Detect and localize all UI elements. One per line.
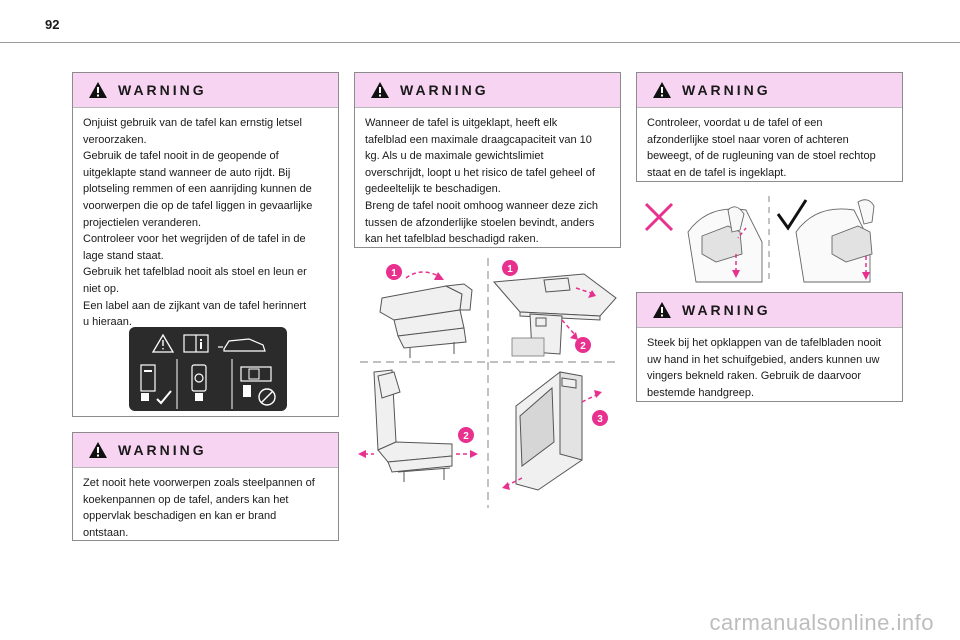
step-badge: 1	[502, 260, 518, 276]
warning-triangle-icon	[652, 81, 672, 99]
warning-triangle-icon	[652, 301, 672, 319]
warning-text: Onjuist gebruik van de tafel kan ernstig…	[73, 108, 338, 331]
warning-text: Zet nooit hete voorwerpen zoals steelpan…	[73, 468, 338, 541]
warning-line: uw hand in het schuifgebied, anders kunn…	[647, 353, 880, 366]
warning-line: afzonderlijke stoel naar voren of achter…	[647, 133, 849, 146]
warning-line: plotseling remmen of een aanrijding kunn…	[83, 183, 312, 196]
hand-position-illustration	[644, 196, 875, 283]
warning-line: Gebruik het tafelblad nooit als stoel en…	[83, 266, 307, 279]
warning-line: Zet nooit hete voorwerpen zoals steelpan…	[83, 477, 315, 489]
warning-line: tafelblad een maximale draagcapaciteit v…	[365, 133, 592, 146]
warning-title: WARNING	[682, 82, 771, 98]
warning-title: WARNING	[682, 302, 771, 318]
warning-line: tussen de afzonderlijke stoelen bevindt,…	[365, 216, 595, 229]
warning-box-hot-objects: WARNING Zet nooit hete voorwerpen zoals …	[72, 432, 339, 541]
step-badge-number: 3	[597, 414, 603, 425]
step-badge: 3	[592, 410, 608, 426]
correct-hand-drawing	[795, 199, 875, 283]
warning-title: WARNING	[118, 442, 207, 458]
warning-line: kan het tafelblad beschadigd raken.	[365, 233, 539, 246]
warning-line: Wanneer de tafel is uitgeklapt, heeft el…	[365, 117, 558, 129]
warning-line: uitgeklapte stand wanneer de auto rijdt.…	[83, 166, 291, 179]
warning-line: Een label aan de zijkant van de tafel he…	[83, 299, 307, 312]
warning-line: Breng de tafel nooit omhoog wanneer deze…	[365, 199, 598, 212]
warning-triangle-icon	[88, 81, 108, 99]
header-rule	[0, 42, 960, 43]
warning-box-seat-check: WARNING Controleer, voordat u de tafel o…	[636, 72, 903, 182]
correct-check-icon	[776, 199, 808, 231]
warning-header: WARNING	[637, 293, 902, 328]
warning-line: overschrijdt, loopt u het risico de tafe…	[365, 166, 595, 179]
step-badge-number: 2	[463, 431, 469, 442]
warning-line: Onjuist gebruik van de tafel kan ernstig…	[83, 117, 302, 129]
warning-line: beweegt, of de rugleuning van de stoel r…	[647, 150, 876, 163]
page-number: 92	[45, 17, 60, 32]
warning-line: projectielen veranderen.	[83, 216, 202, 229]
step-badge: 2	[575, 337, 591, 353]
warning-line: niet op.	[83, 282, 120, 295]
warning-triangle-icon	[370, 81, 390, 99]
warning-box-pinch: WARNING Steek bij het opklappen van de t…	[636, 292, 903, 402]
folded-seat-drawing	[379, 283, 473, 358]
warning-line: voorwerpen die op de tafel liggen in gev…	[83, 199, 313, 212]
table-box-drawing	[515, 371, 583, 491]
warning-title: WARNING	[118, 82, 207, 98]
warning-line: Controleer, voordat u de tafel of een	[647, 117, 823, 129]
warning-text: Wanneer de tafel is uitgeklapt, heeft el…	[355, 108, 620, 248]
warning-line: gedeeltelijk te beschadigen.	[365, 183, 501, 196]
seat-table-illustration: 1 1 2 2 3	[358, 258, 617, 508]
table-warning-label-icon	[129, 327, 287, 411]
warning-line: koekenpannen op de tafel, anders kan het	[83, 493, 289, 506]
step-badge-number: 2	[580, 341, 586, 352]
warning-box-misuse: WARNING Onjuist gebruik van de tafel kan…	[72, 72, 339, 417]
warning-line: vingers bekneld raken. Gebruik de daarvo…	[647, 370, 862, 383]
warning-line: lage stand staat.	[83, 249, 164, 262]
warning-line: kg. Als u de maximale gewichtslimiet	[365, 150, 544, 163]
warning-box-load-capacity: WARNING Wanneer de tafel is uitgeklapt, …	[354, 72, 621, 248]
warning-line: Controleer voor het wegrijden of de tafe…	[83, 233, 306, 246]
warning-line: u hieraan.	[83, 316, 132, 329]
warning-line: ontstaan.	[83, 526, 129, 539]
step-badge: 1	[386, 264, 402, 280]
step-badge-number: 1	[507, 264, 513, 275]
warning-line: bestemde handgreep.	[647, 386, 755, 399]
warning-header: WARNING	[355, 73, 620, 108]
warning-line: Steek bij het opklappen van de tafelblad…	[647, 337, 882, 349]
warning-header: WARNING	[73, 73, 338, 108]
sliding-seat-drawing	[373, 369, 453, 482]
step-badge-number: 1	[391, 268, 397, 279]
warning-header: WARNING	[637, 73, 902, 108]
wrong-hand-drawing	[687, 206, 763, 283]
watermark: carmanualsonline.info	[709, 610, 934, 635]
unfolded-table-drawing	[492, 273, 617, 355]
warning-title: WARNING	[400, 82, 489, 98]
wrong-cross-icon	[644, 202, 674, 232]
warning-line: staat en de tafel is ingeklapt.	[647, 166, 787, 179]
warning-header: WARNING	[73, 433, 338, 468]
step-badge: 2	[458, 427, 474, 443]
warning-line: oppervlak beschadigen en kan er brand	[83, 510, 277, 523]
warning-text: Steek bij het opklappen van de tafelblad…	[637, 328, 902, 401]
warning-triangle-icon	[88, 441, 108, 459]
warning-text: Controleer, voordat u de tafel of een af…	[637, 108, 902, 181]
warning-line: Gebruik de tafel nooit in de geopende of	[83, 150, 279, 163]
warning-line: veroorzaken.	[83, 133, 147, 146]
